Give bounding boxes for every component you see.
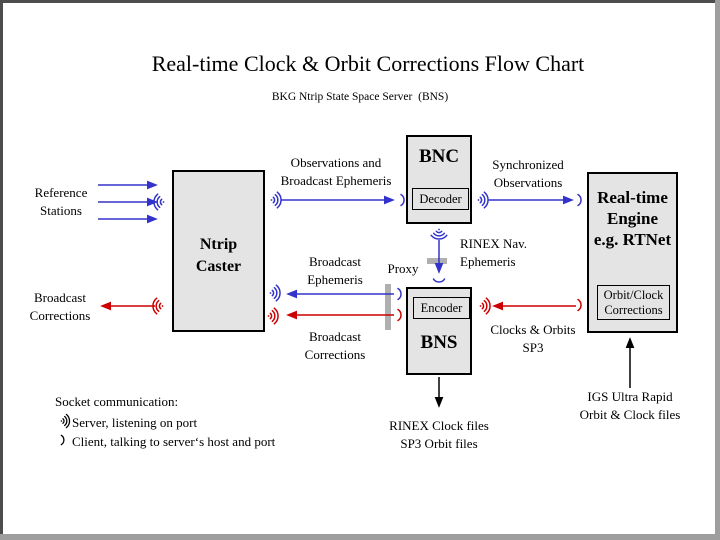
label-line: Synchronized <box>492 157 564 172</box>
label-line: Broadcast <box>309 254 361 269</box>
realtime-engine-box: Real-time Engine e.g. RTNet Orbit/Clock … <box>587 172 678 333</box>
label-line: IGS Ultra Rapid <box>587 389 673 404</box>
proxy-bar-horizontal <box>427 258 447 264</box>
rinex-nav-ephemeris-label: RINEX Nav. Ephemeris <box>460 235 527 270</box>
label-line: Observations <box>493 174 563 190</box>
bnc-title: BNC <box>418 146 460 167</box>
label-line: RINEX Clock files <box>389 418 489 433</box>
proxy-label: Proxy <box>387 261 419 276</box>
label-line: Orbit & Clock files <box>579 406 681 422</box>
orbit-clock-line1: Orbit/Clock <box>603 288 664 302</box>
label-line: Stations <box>40 202 82 218</box>
page-title: Real-time Clock & Orbit Corrections Flow… <box>151 51 585 76</box>
label-line: SP3 Orbit files <box>400 435 478 451</box>
client-socket-icon <box>432 278 446 283</box>
frame-edge-bottom <box>0 534 720 540</box>
proxy-bar-vertical <box>385 284 391 330</box>
legend-client-item: Client, talking to server‘s host and por… <box>72 434 276 449</box>
observations-broadcast-ephemeris-label: Observations and Broadcast Ephemeris <box>281 154 392 189</box>
server-socket-icon <box>476 191 489 209</box>
realtime-engine-label: Real-time Engine e.g. RTNet <box>589 187 676 250</box>
label-line: Reference <box>34 185 88 200</box>
ntrip-caster-label: Ntrip Caster <box>196 224 241 278</box>
label-line: Corrections <box>29 307 91 323</box>
orbit-clock-line2: Corrections <box>604 303 663 317</box>
server-socket-icon <box>268 284 281 302</box>
bnc-box: BNC Decoder <box>406 135 472 224</box>
clocks-orbits-sp3-label: Clocks & Orbits SP3 <box>490 321 575 356</box>
label-line: SP3 <box>522 339 544 355</box>
client-socket-icon <box>397 308 402 322</box>
server-socket-icon <box>266 307 279 325</box>
frame-edge-left <box>0 0 3 540</box>
page-subtitle: BKG Ntrip State Space Server (BNS) <box>271 91 449 103</box>
bns-title: BNS <box>420 332 458 353</box>
label-line: RINEX Nav. <box>460 236 528 251</box>
reference-stations-label: Reference Stations <box>35 184 88 219</box>
synchronized-observations-label: Synchronized Observations <box>492 156 563 191</box>
label-line: Ephemeris <box>460 253 516 269</box>
ntrip-caster-line2: Caster <box>195 258 242 275</box>
label-line: Broadcast <box>309 329 361 344</box>
server-socket-icon-legend <box>60 413 71 429</box>
legend-title: Socket communication: <box>55 394 179 409</box>
engine-line2: Engine <box>606 209 659 228</box>
orbit-clock-corrections-box: Orbit/Clock Corrections <box>597 285 670 320</box>
bns-box: Encoder BNS <box>406 287 472 375</box>
frame-edge-right <box>715 0 720 540</box>
server-socket-icon <box>153 193 166 211</box>
broadcast-corrections-mid-label: Broadcast Corrections <box>305 328 366 363</box>
label-line: Ephemeris <box>307 271 363 287</box>
client-socket-icon <box>397 287 402 301</box>
server-socket-icon <box>269 191 282 209</box>
client-socket-icon <box>400 193 405 207</box>
client-socket-icon <box>577 193 582 207</box>
label-line: Corrections <box>304 346 366 362</box>
igs-ultra-rapid-label: IGS Ultra Rapid Orbit & Clock files <box>580 388 681 423</box>
decoder-box: Decoder <box>412 188 469 210</box>
rinex-clock-files-label: RINEX Clock files SP3 Orbit files <box>389 417 489 452</box>
broadcast-ephemeris-label: Broadcast Ephemeris <box>307 253 363 288</box>
encoder-box: Encoder <box>413 297 470 319</box>
server-socket-icon <box>430 227 448 240</box>
server-socket-icon <box>478 297 491 315</box>
broadcast-corrections-left-label: Broadcast Corrections <box>30 289 91 324</box>
frame-edge-top <box>0 0 720 3</box>
server-socket-icon <box>152 297 165 315</box>
engine-line3: e.g. RTNet <box>593 230 672 249</box>
label-line: Observations and <box>290 155 382 170</box>
label-line: Broadcast <box>34 290 86 305</box>
client-socket-icon <box>577 298 582 312</box>
label-line: Clocks & Orbits <box>490 322 576 337</box>
engine-line1: Real-time <box>597 188 668 207</box>
ntrip-caster-line1: Ntrip <box>199 236 238 253</box>
legend-server-item: Server, listening on port <box>72 415 198 430</box>
client-socket-icon-legend <box>60 434 65 446</box>
ntrip-caster-box: Ntrip Caster <box>172 170 265 332</box>
label-line: Broadcast Ephemeris <box>280 172 392 188</box>
